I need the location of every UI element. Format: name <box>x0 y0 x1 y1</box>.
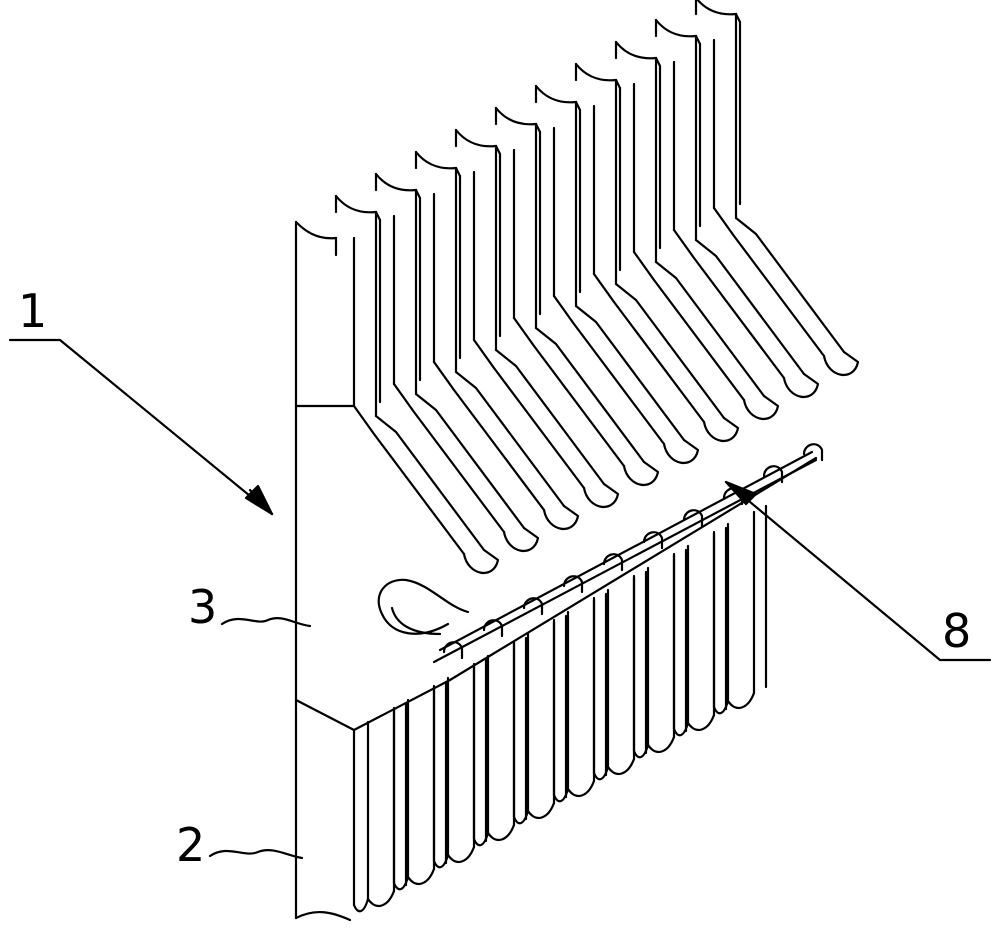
lower-fin <box>512 614 568 825</box>
arrowhead-8 <box>724 480 758 506</box>
lower-fin <box>352 702 408 913</box>
lower-fin <box>632 548 688 759</box>
leader-line-1 <box>8 338 274 516</box>
main-plate <box>294 220 818 922</box>
lower-fin <box>592 570 648 781</box>
lower-fin <box>392 680 448 891</box>
upper-fin <box>334 194 500 575</box>
leader-line-3 <box>220 617 312 628</box>
upper-fin <box>374 172 540 553</box>
lower-fin <box>472 636 528 847</box>
upper-fin-group <box>334 0 860 575</box>
rail-clip <box>642 531 664 550</box>
lower-fin <box>552 592 608 803</box>
hook-slot <box>377 578 470 636</box>
rail-clip <box>522 597 544 616</box>
rail-clip <box>562 575 584 594</box>
upper-fin <box>494 106 660 487</box>
callout-label-1: 1 <box>18 284 48 338</box>
upper-fin <box>574 62 740 443</box>
leader-line-8 <box>724 480 992 662</box>
upper-fin <box>534 84 700 465</box>
callout-label-8: 8 <box>942 604 972 658</box>
rail-clip <box>602 553 624 572</box>
rail-clip <box>682 509 704 528</box>
upper-fin <box>614 40 780 421</box>
upper-fin <box>694 0 860 377</box>
leader-lines <box>8 338 992 860</box>
lower-fin-group <box>352 504 768 913</box>
callout-label-2: 2 <box>176 818 206 872</box>
rail-clip <box>802 443 824 462</box>
upper-fin <box>454 128 620 509</box>
rail-clip <box>442 641 464 660</box>
lower-fin <box>432 658 488 869</box>
lower-fin <box>712 504 768 715</box>
upper-fin <box>414 150 580 531</box>
upper-fin <box>654 18 820 399</box>
leader-line-2 <box>208 849 304 860</box>
callout-label-3: 3 <box>188 580 218 634</box>
rail-clip <box>482 619 504 638</box>
lower-fin <box>672 526 728 737</box>
rail-clip <box>762 465 784 484</box>
